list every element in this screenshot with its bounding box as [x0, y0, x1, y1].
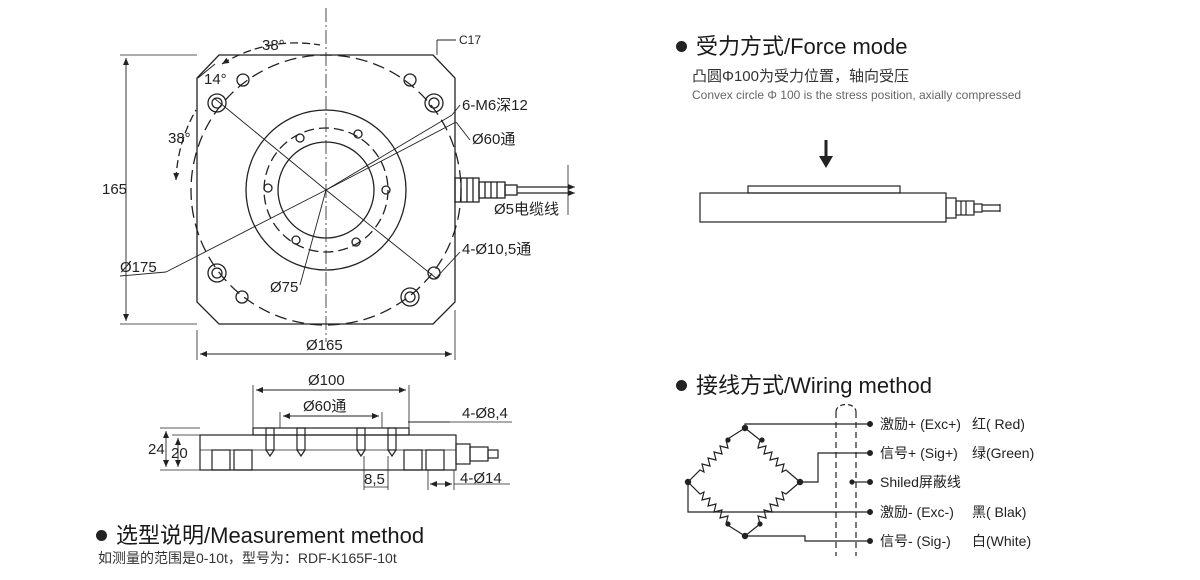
- force-diagram: [699, 140, 1001, 223]
- top-view: [119, 8, 575, 360]
- wire-label-4: 信号- (Sig-): [880, 533, 951, 549]
- force-desc-en: Convex circle Φ 100 is the stress positi…: [692, 88, 1022, 102]
- cbore-large-label: 4-Ø14: [460, 470, 502, 487]
- wire-label-2: Shiled屏蔽线: [880, 474, 961, 490]
- mount-holes-label: 4-Ø10,5通: [462, 241, 531, 258]
- top-view-labels: C17 38° 38° 14° 165 6-M6深12 Ø60通 Ø5电缆线 4…: [102, 33, 559, 354]
- bullet-icon: [676, 379, 687, 391]
- height-dim-label: 165: [102, 181, 127, 198]
- angle-small-label: 14°: [204, 71, 227, 88]
- wire-exc-minus: [687, 482, 868, 513]
- wire-color-4: 白(White): [972, 533, 1031, 549]
- wire-sig-minus: [745, 535, 868, 542]
- wire-label-3: 激励- (Exc-): [880, 504, 954, 520]
- angle-top-label: 38°: [262, 37, 285, 54]
- wire-color-3: 黑( Blak): [972, 504, 1026, 520]
- side-view-labels: Ø100 Ø60通 4-Ø8,4 4-Ø14 24 20 8,5: [148, 372, 508, 488]
- wire-sig-plus: [800, 452, 868, 483]
- depth-label: 8,5: [364, 471, 385, 488]
- wire-label-0: 激励+ (Exc+): [880, 416, 961, 432]
- side-view: [160, 385, 512, 490]
- measurement-desc: 如测量的范围是0-10t，型号为：RDF-K165F-10t: [98, 550, 397, 566]
- cable-connector: [454, 165, 575, 215]
- wire-label-1: 信号+ (Sig+): [880, 445, 958, 461]
- height-total-label: 24: [148, 441, 165, 458]
- force-mode-title: 受力方式/Force mode: [696, 34, 908, 59]
- width-dim-label: Ø165: [306, 337, 343, 354]
- m6-holes: [263, 129, 391, 247]
- measurement-title: 选型说明/Measurement method: [116, 523, 425, 548]
- wire-color-1: 绿(Green): [972, 445, 1034, 461]
- cable-label: Ø5电缆线: [494, 201, 559, 218]
- boss-dim-label: Ø100: [308, 372, 345, 389]
- wiring-diagram: [684, 403, 873, 556]
- wiring-labels: 激励+ (Exc+) 红( Red) 信号+ (Sig+) 绿(Green) S…: [880, 416, 1034, 549]
- force-arrow-icon: [819, 156, 833, 168]
- bore-label: Ø60通: [472, 131, 515, 148]
- pcd-inner-label: Ø75: [270, 279, 298, 296]
- height-body-label: 20: [171, 445, 188, 462]
- pcd-outer-label: Ø175: [120, 259, 157, 276]
- chamfer-label: C17: [459, 33, 481, 47]
- octagon-body: [196, 54, 456, 325]
- bullet-icon: [676, 40, 687, 52]
- wire-color-0: 红( Red): [972, 416, 1025, 432]
- wire-exc-plus: [744, 423, 868, 428]
- wiring-method-heading: 接线方式/Wiring method: [676, 368, 932, 400]
- force-desc-zh: 凸圆Φ100为受力位置，轴向受压: [692, 68, 909, 85]
- wiring-method-title: 接线方式/Wiring method: [696, 373, 932, 398]
- mount-holes: [207, 73, 444, 307]
- cbore-small-label: 4-Ø8,4: [462, 405, 508, 422]
- m6-holes-label: 6-M6深12: [462, 97, 528, 114]
- measurement-heading: 选型说明/Measurement method: [96, 518, 424, 550]
- side-bore-label: Ø60通: [303, 398, 346, 415]
- bullet-icon: [96, 529, 107, 541]
- angle-left-label: 38°: [168, 130, 191, 147]
- wheatstone-bridge: [684, 424, 804, 540]
- force-mode-heading: 受力方式/Force mode: [676, 29, 908, 61]
